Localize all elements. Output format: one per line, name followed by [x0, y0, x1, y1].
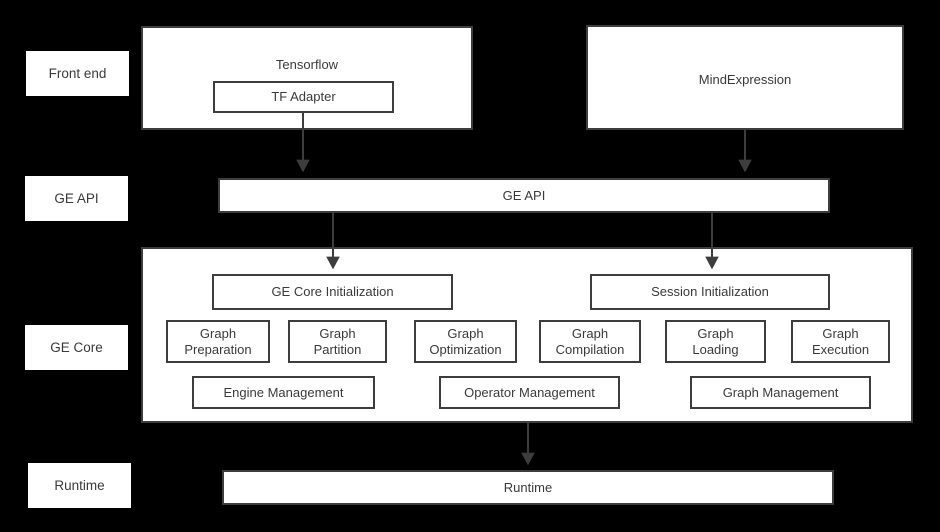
mindexpression-panel-title: MindExpression	[698, 72, 792, 87]
ge-api-bar: GE API	[218, 178, 830, 213]
layer-label-ge-core: GE Core	[25, 325, 128, 370]
engine-management-box: Engine Management	[192, 376, 375, 409]
layer-label-ge-api: GE API	[25, 176, 128, 221]
graph-optimization-box: Graph Optimization	[414, 320, 517, 363]
mindexpression-panel: MindExpression	[586, 25, 904, 130]
runtime-bar: Runtime	[222, 470, 834, 505]
graph-loading-box: Graph Loading	[665, 320, 766, 363]
tf-adapter-box: TF Adapter	[213, 81, 394, 113]
graph-management-box: Graph Management	[690, 376, 871, 409]
ge-core-initialization-box: GE Core Initialization	[212, 274, 453, 310]
graph-compilation-box: Graph Compilation	[539, 320, 641, 363]
layer-label-front-end: Front end	[26, 51, 129, 96]
graph-execution-box: Graph Execution	[791, 320, 890, 363]
graph-preparation-box: Graph Preparation	[166, 320, 270, 363]
layer-label-runtime: Runtime	[28, 463, 131, 508]
tensorflow-panel: Tensorflow	[141, 26, 473, 130]
operator-management-box: Operator Management	[439, 376, 620, 409]
graph-partition-box: Graph Partition	[288, 320, 387, 363]
tensorflow-panel-title: Tensorflow	[275, 57, 339, 72]
session-initialization-box: Session Initialization	[590, 274, 830, 310]
